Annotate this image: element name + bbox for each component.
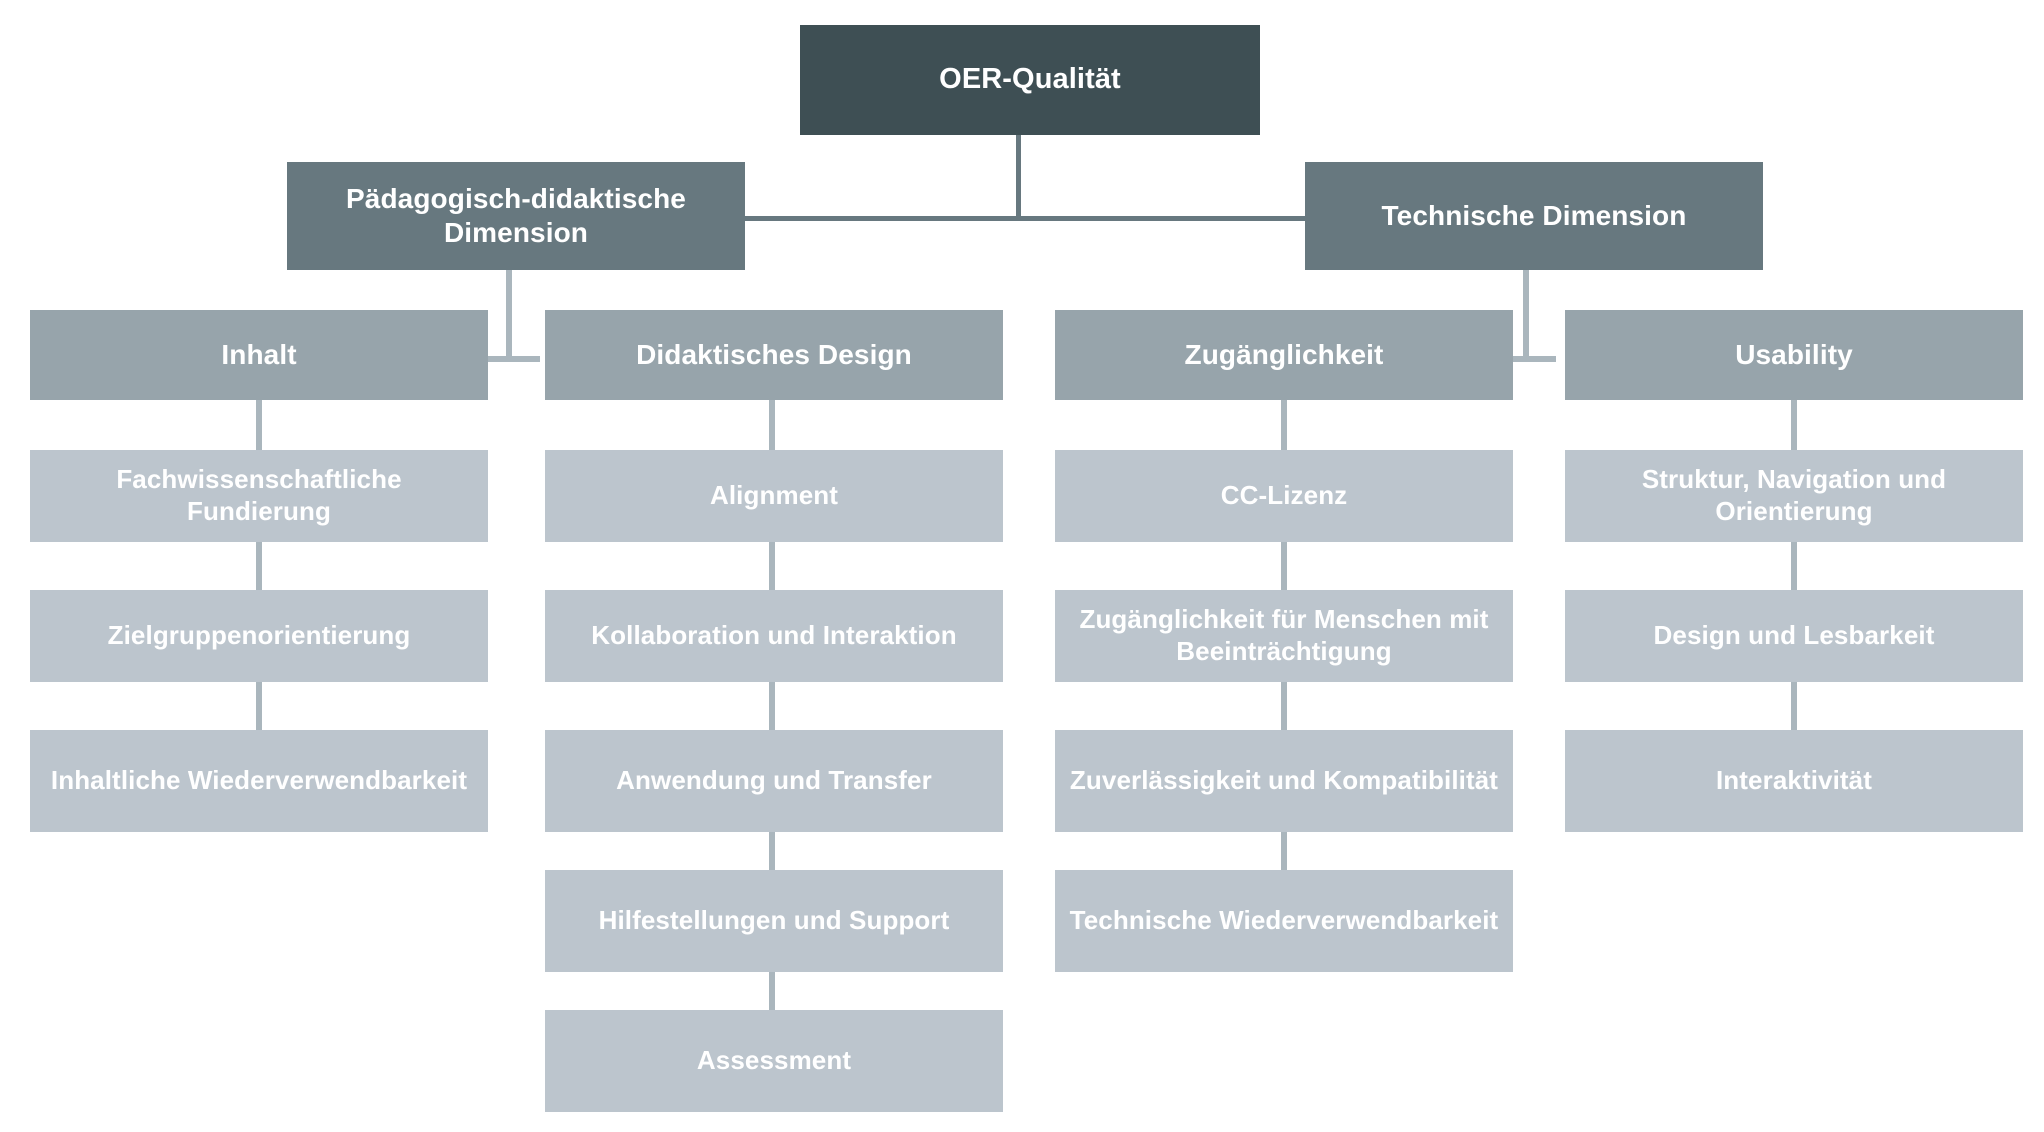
node-category-label: Usability: [1735, 338, 1853, 370]
node-criterion-hilfestellungen-und-support[interactable]: Hilfestellungen und Support: [545, 870, 1003, 972]
connector-left-dimension-stem: [506, 270, 512, 362]
node-criterion-interaktivitaet[interactable]: Interaktivität: [1565, 730, 2023, 832]
node-criterion-struktur-navigation-und-orientierung[interactable]: Struktur, Navigation und Orientierung: [1565, 450, 2023, 542]
node-category-usability[interactable]: Usability: [1565, 310, 2023, 400]
node-criterion-inhaltliche-wiederverwendbarkeit[interactable]: Inhaltliche Wiederverwendbarkeit: [30, 730, 488, 832]
node-criterion-label: Struktur, Navigation und Orientierung: [1641, 464, 1947, 526]
node-category-label: Zugänglichkeit: [1184, 338, 1384, 370]
node-criterion-label: Inhaltliche Wiederverwendbarkeit: [50, 765, 468, 796]
node-criterion-zugaenglichkeit-fuer-menschen-mit-beeintraechtigung[interactable]: Zugänglichkeit für Menschen mit Beeinträ…: [1055, 590, 1513, 682]
node-category-didaktisches-design[interactable]: Didaktisches Design: [545, 310, 1003, 400]
node-criterion-label: Hilfestellungen und Support: [598, 905, 950, 936]
node-criterion-zuverlaessigkeit-und-kompatibilitaet[interactable]: Zuverlässigkeit und Kompatibilität: [1055, 730, 1513, 832]
node-criterion-technische-wiederverwendbarkeit[interactable]: Technische Wiederverwendbarkeit: [1055, 870, 1513, 972]
node-category-label: Inhalt: [221, 338, 297, 370]
connector-column-3-spine: [1281, 400, 1287, 972]
node-criterion-label: Zuverlässigkeit und Kompatibilität: [1069, 765, 1499, 796]
node-criterion-zielgruppenorientierung[interactable]: Zielgruppenorientierung: [30, 590, 488, 682]
node-dimension-paedagogisch-didaktische[interactable]: Pädagogisch-didaktische Dimension: [287, 162, 745, 270]
node-criterion-anwendung-und-transfer[interactable]: Anwendung und Transfer: [545, 730, 1003, 832]
node-criterion-label: CC-Lizenz: [1220, 480, 1348, 511]
node-criterion-label: Anwendung und Transfer: [616, 765, 932, 796]
node-criterion-alignment[interactable]: Alignment: [545, 450, 1003, 542]
node-category-inhalt[interactable]: Inhalt: [30, 310, 488, 400]
node-criterion-kollaboration-und-interaktion[interactable]: Kollaboration und Interaktion: [545, 590, 1003, 682]
node-criterion-label: Interaktivität: [1715, 765, 1872, 796]
node-criterion-label: Design und Lesbarkeit: [1653, 620, 1935, 651]
node-criterion-label: Kollaboration und Interaktion: [591, 620, 957, 651]
node-criterion-label: Technische Wiederverwendbarkeit: [1069, 905, 1499, 936]
connector-left-category-bar: [484, 356, 540, 362]
connector-dimension-bar: [740, 216, 1310, 221]
node-criterion-fachwissenschaftliche-fundierung[interactable]: Fachwissenschaftliche Fundierung: [30, 450, 488, 542]
node-criterion-label: Assessment: [696, 1045, 852, 1076]
connector-right-dimension-stem: [1523, 270, 1529, 362]
node-criterion-label: Zielgruppenorientierung: [107, 620, 411, 651]
node-category-label: Didaktisches Design: [636, 338, 912, 370]
node-category-zugaenglichkeit[interactable]: Zugänglichkeit: [1055, 310, 1513, 400]
node-criterion-cc-lizenz[interactable]: CC-Lizenz: [1055, 450, 1513, 542]
node-root-label: OER-Qualität: [939, 63, 1121, 96]
node-root-oer-qualitaet[interactable]: OER-Qualität: [800, 25, 1260, 135]
node-dimension-technische[interactable]: Technische Dimension: [1305, 162, 1763, 270]
node-criterion-design-und-lesbarkeit[interactable]: Design und Lesbarkeit: [1565, 590, 2023, 682]
node-criterion-assessment[interactable]: Assessment: [545, 1010, 1003, 1112]
node-criterion-label: Alignment: [709, 480, 838, 511]
connector-root-stem: [1016, 135, 1021, 220]
node-criterion-label: Zugänglichkeit für Menschen mit Beeinträ…: [1079, 604, 1489, 666]
connector-right-category-bar: [1500, 356, 1556, 362]
node-dimension-label: Pädagogisch-didaktische Dimension: [346, 182, 686, 248]
node-dimension-label: Technische Dimension: [1381, 199, 1687, 231]
node-criterion-label: Fachwissenschaftliche Fundierung: [116, 464, 402, 526]
